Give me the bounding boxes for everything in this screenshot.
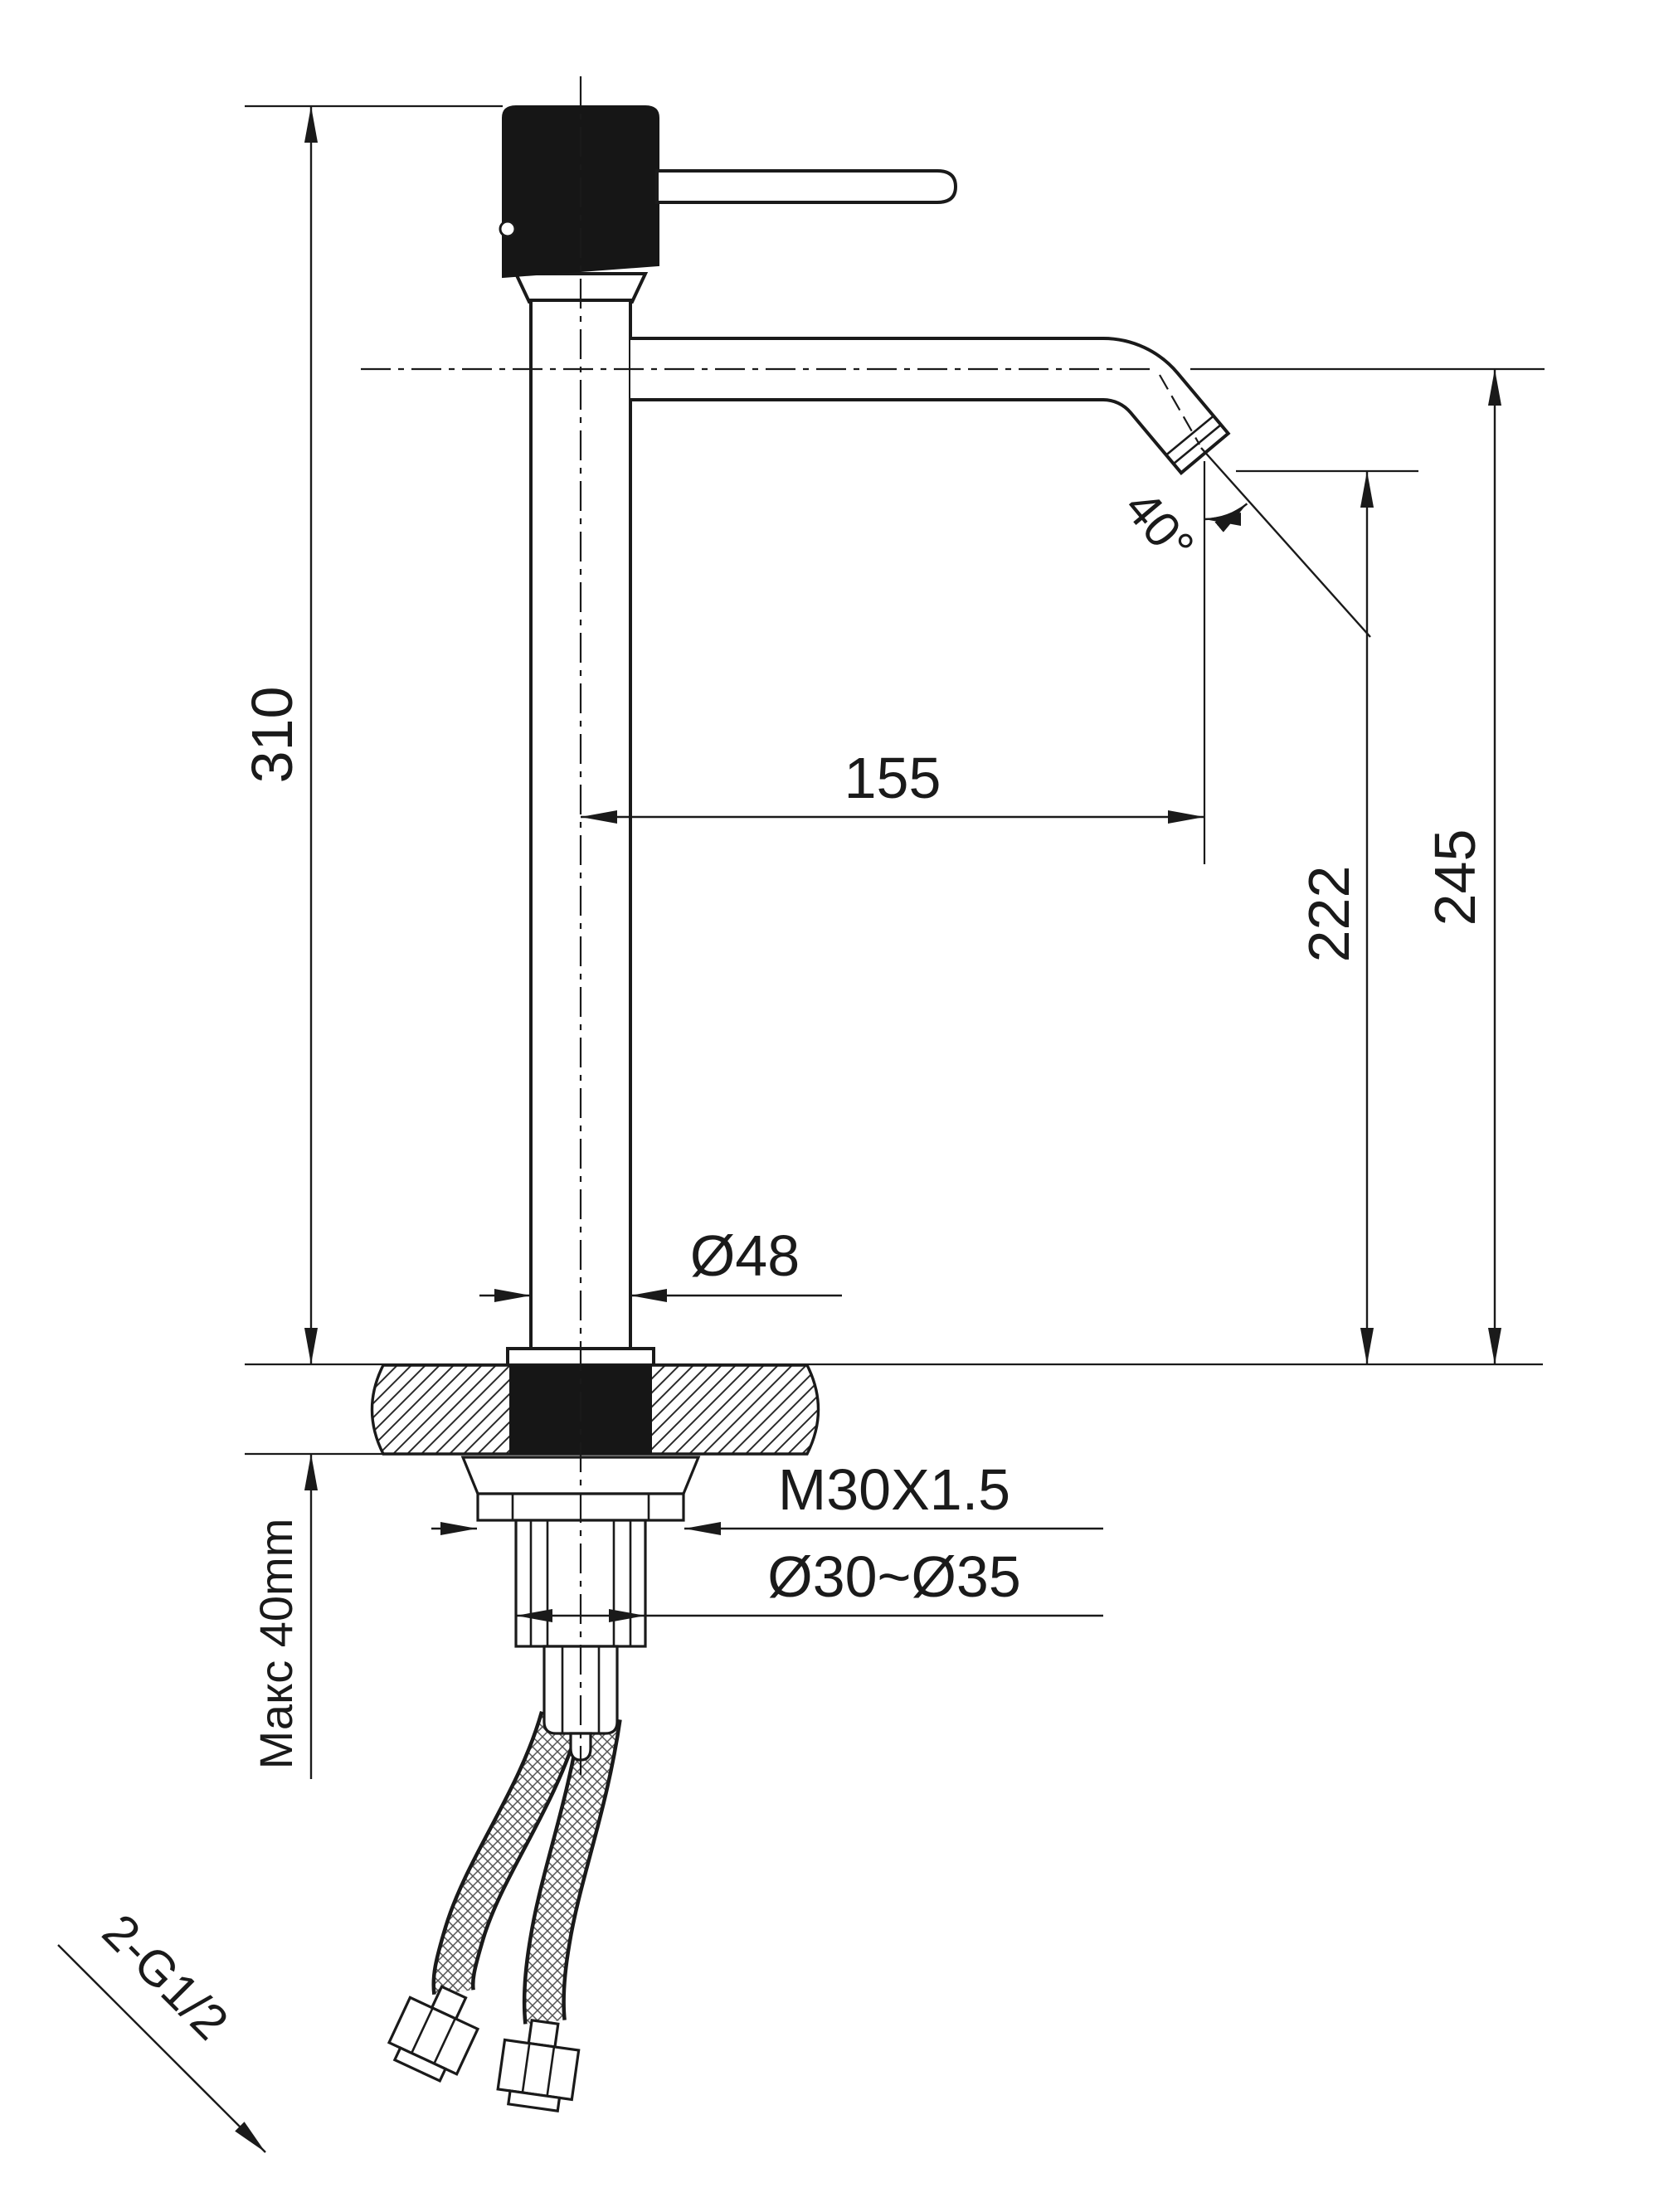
spout: [630, 337, 1231, 476]
hose-left-braid: [435, 1712, 578, 1995]
supply-hoses: [387, 1710, 622, 2112]
dim-body-diameter-label: Ø48: [690, 1223, 800, 1288]
dim-total-height: 310: [240, 106, 319, 1364]
dim-total-height-label: 310: [240, 687, 304, 784]
dim-spout-height-label: 245: [1423, 829, 1487, 926]
dim-spout-height: 245: [1423, 369, 1502, 1364]
hose-right-braid: [526, 1714, 619, 2025]
handle-set-screw: [499, 220, 517, 238]
dim-body-diameter: Ø48: [479, 1223, 842, 1303]
dim-outlet-height-label: 222: [1297, 866, 1361, 963]
dim-deck-thickness-label: Макс 40mm: [250, 1519, 302, 1770]
dim-shank-thread-label: M30X1.5: [778, 1457, 1010, 1522]
hose-fitting-right: [496, 2018, 581, 2112]
dimension-layer: 310 155 222 245 40° Ø48: [57, 105, 1545, 2153]
dim-shank-thread: M30X1.5: [431, 1457, 1103, 1536]
dim-mounting-hole: Ø30~Ø35: [516, 1544, 1103, 1623]
dim-outlet-height: 222: [1297, 471, 1374, 1364]
dim-hose-thread-label: 2-G1/2: [92, 1903, 239, 2050]
lock-nut-facets: [511, 1494, 650, 1520]
dim-spout-reach: 155: [581, 746, 1204, 824]
hose-fitting-left: [387, 1985, 480, 2083]
dim-spout-angle-label: 40°: [1114, 480, 1205, 574]
dim-spout-reach-label: 155: [844, 746, 941, 810]
hose-tails-in-shank: [529, 1520, 632, 1646]
hose-thread-leader: [57, 1944, 266, 2153]
faucet-object-layer: [370, 272, 1231, 2112]
spout-angle-line: [1200, 447, 1371, 638]
dim-spout-angle: 40°: [1114, 447, 1371, 638]
centerlines: [361, 76, 1200, 1775]
spout-bend-centerline: [1159, 374, 1200, 445]
dim-deck-thickness: Макс 40mm: [250, 1454, 319, 1779]
dim-hose-thread: 2-G1/2: [57, 1903, 266, 2153]
spout-angle-arc: [1204, 503, 1248, 532]
dim-mounting-hole-label: Ø30~Ø35: [767, 1544, 1021, 1609]
spout-aerator-lines: [1165, 415, 1222, 465]
connection-block-lines: [561, 1646, 601, 1733]
handle-lever: [655, 169, 958, 204]
